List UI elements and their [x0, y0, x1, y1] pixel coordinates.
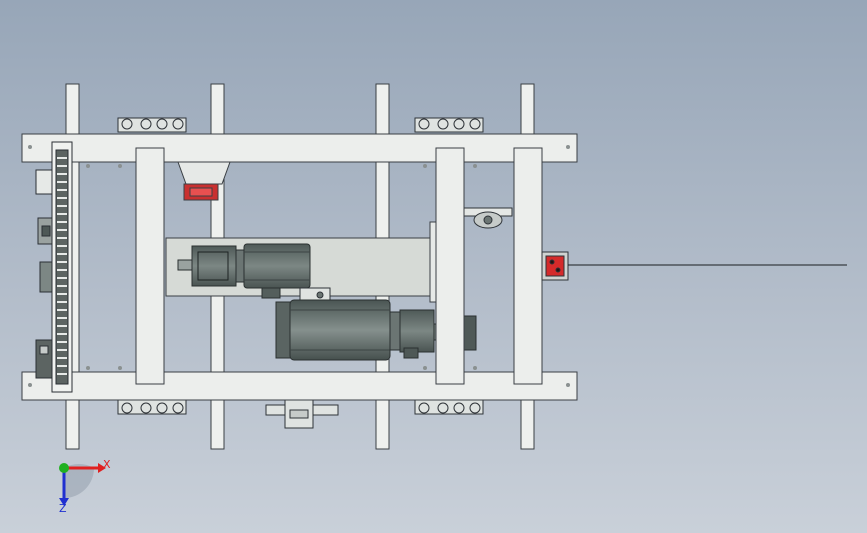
rack-teeth	[57, 157, 67, 375]
z-axis-label: Z	[59, 502, 67, 515]
caster-top-right	[414, 117, 484, 133]
small-gear-motor	[177, 243, 311, 299]
bottom-bracket-assembly	[265, 399, 339, 429]
x-axis-label: X	[103, 458, 111, 471]
beam-bolts	[28, 145, 570, 387]
hopper-chute	[177, 161, 231, 201]
large-drive-motor	[275, 299, 477, 361]
left-side-components	[35, 169, 53, 379]
caster-top-left	[117, 117, 187, 133]
caster-bottom-left	[117, 399, 187, 415]
gear-rack-left	[51, 141, 73, 393]
coordinate-triad	[59, 463, 106, 506]
cross-members	[135, 147, 543, 385]
main-frame-beams	[21, 133, 578, 401]
red-sensor-right	[541, 251, 569, 281]
caster-bottom-right	[414, 399, 484, 415]
